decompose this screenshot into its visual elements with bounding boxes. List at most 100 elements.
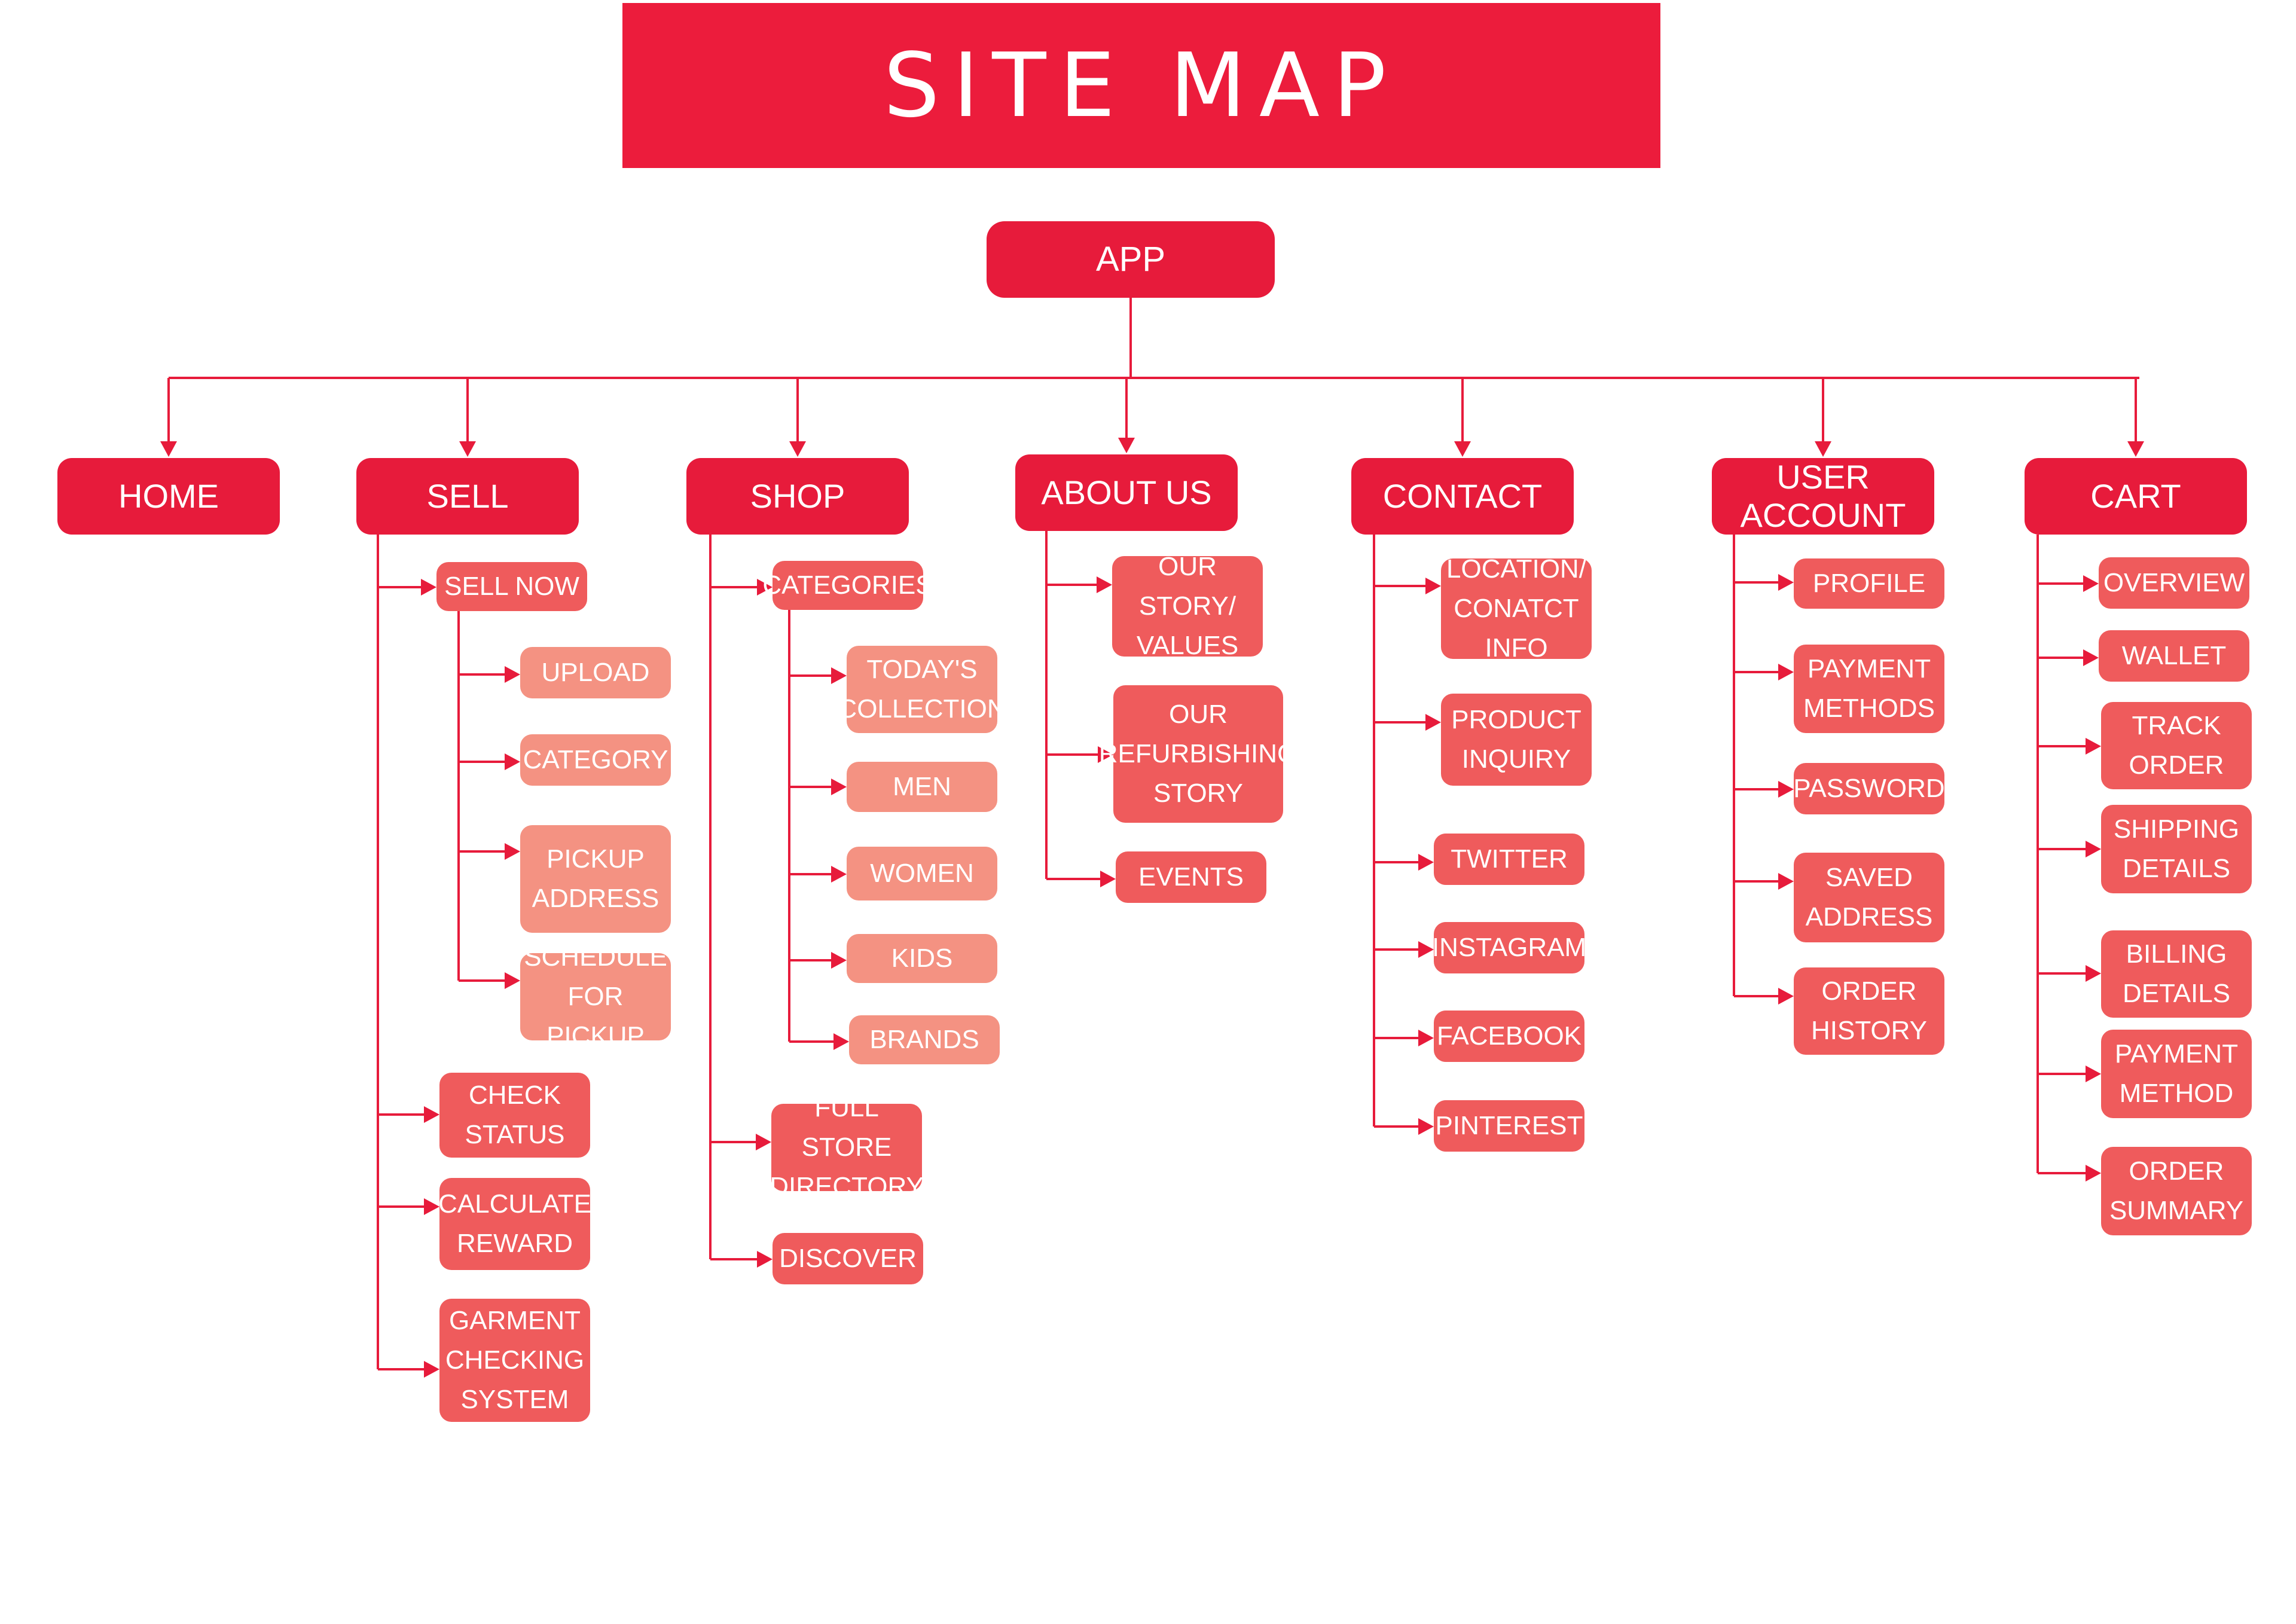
node-overview: OVERVIEW bbox=[2099, 557, 2249, 609]
node-shipping-details: SHIPPING DETAILS bbox=[2101, 805, 2252, 893]
arrowhead bbox=[831, 779, 847, 795]
node-kids: KIDS bbox=[847, 934, 997, 983]
arrowhead bbox=[757, 579, 773, 596]
node-pickup-address-label: PICKUP ADDRESS bbox=[532, 844, 660, 913]
node-pinterest-label: PINTEREST bbox=[1435, 1111, 1583, 1140]
node-garment-checking-system-label: GARMENT CHECKING SYSTEM bbox=[445, 1306, 585, 1414]
arrowhead bbox=[1097, 576, 1112, 593]
arrowhead bbox=[505, 843, 520, 860]
arrowhead bbox=[1778, 873, 1794, 890]
node-app-label: APP bbox=[1095, 239, 1166, 279]
node-our-story-label: OUR STORY/ VALUES bbox=[1136, 552, 1239, 660]
node-order-summary: ORDER SUMMARY bbox=[2101, 1147, 2252, 1235]
node-order-history: ORDER HISTORY bbox=[1794, 967, 1944, 1055]
node-payment-methods-label: PAYMENT METHODS bbox=[1803, 654, 1935, 723]
node-home-label: HOME bbox=[118, 477, 219, 515]
node-shop-label: SHOP bbox=[750, 477, 845, 515]
node-cart-label: CART bbox=[2090, 477, 2181, 515]
title-banner: SITE MAP bbox=[622, 3, 1660, 168]
node-schedule-for-pickup: SCHEDULE FOR PICKUP bbox=[520, 942, 671, 1051]
node-track-order: TRACK ORDER bbox=[2101, 702, 2252, 789]
node-contact: CONTACT bbox=[1351, 458, 1574, 535]
node-product-inquiry: PRODUCT INQUIRY bbox=[1441, 694, 1592, 786]
node-contact-label: CONTACT bbox=[1382, 477, 1543, 515]
node-pickup-address: PICKUP ADDRESS bbox=[520, 825, 671, 933]
arrowhead bbox=[831, 866, 847, 883]
node-overview-label: OVERVIEW bbox=[2103, 568, 2245, 597]
arrowhead bbox=[1778, 781, 1794, 798]
arrowhead bbox=[757, 1251, 773, 1268]
node-pinterest: PINTEREST bbox=[1434, 1100, 1584, 1152]
arrowhead bbox=[831, 667, 847, 684]
arrowhead bbox=[1778, 574, 1794, 591]
node-brands-label: BRANDS bbox=[869, 1025, 979, 1054]
arrowhead bbox=[1418, 1118, 1434, 1135]
node-facebook-label: FACEBOOK bbox=[1436, 1021, 1582, 1051]
arrowhead bbox=[1815, 441, 1831, 457]
arrowhead bbox=[2086, 965, 2101, 982]
node-discover: DISCOVER bbox=[773, 1233, 923, 1284]
node-user-account: USER ACCOUNT bbox=[1712, 458, 1934, 535]
node-payment-method-label: PAYMENT METHOD bbox=[2114, 1039, 2239, 1108]
arrowhead bbox=[1418, 854, 1434, 871]
node-instagram: INSTAGRAM bbox=[1432, 922, 1586, 973]
arrowhead bbox=[505, 666, 520, 683]
node-kids-label: KIDS bbox=[891, 944, 953, 973]
node-cart: CART bbox=[2025, 458, 2247, 535]
arrowhead bbox=[2127, 441, 2144, 457]
arrowhead bbox=[1418, 941, 1434, 958]
node-sell: SELL bbox=[356, 458, 579, 535]
node-women-label: WOMEN bbox=[870, 859, 974, 888]
arrowhead bbox=[424, 1106, 439, 1123]
arrowhead bbox=[2083, 649, 2099, 666]
node-user-account-label: USER ACCOUNT bbox=[1740, 457, 1906, 534]
node-categories: CATEGORIES bbox=[762, 561, 933, 610]
node-about-us: ABOUT US bbox=[1015, 454, 1238, 531]
node-refurbishing-story: OUR REFURBISHING STORY bbox=[1099, 685, 1297, 823]
node-categories-label: CATEGORIES bbox=[762, 570, 933, 600]
node-location: LOCATION/ CONATCT INFO bbox=[1441, 554, 1592, 663]
node-check-status: CHECK STATUS bbox=[439, 1073, 590, 1158]
node-full-store-directory-label: FULL STORE DIRECTORY bbox=[770, 1093, 924, 1201]
node-sell-now-label: SELL NOW bbox=[444, 572, 579, 601]
arrowhead bbox=[424, 1198, 439, 1215]
node-men-label: MEN bbox=[893, 772, 951, 801]
arrowhead bbox=[2086, 738, 2101, 755]
node-profile: PROFILE bbox=[1794, 558, 1944, 609]
node-sell-now: SELL NOW bbox=[436, 562, 587, 611]
node-men: MEN bbox=[847, 762, 997, 812]
node-app: APP bbox=[987, 221, 1275, 298]
arrowhead bbox=[2086, 1165, 2101, 1182]
arrowhead bbox=[424, 1361, 439, 1378]
node-category-label: CATEGORY bbox=[523, 745, 668, 774]
node-garment-checking-system: GARMENT CHECKING SYSTEM bbox=[439, 1299, 590, 1422]
node-profile-label: PROFILE bbox=[1812, 569, 1926, 598]
node-check-status-label: CHECK STATUS bbox=[465, 1080, 565, 1149]
arrowhead bbox=[1778, 988, 1794, 1005]
node-refurbishing-story-label: OUR REFURBISHING STORY bbox=[1098, 700, 1298, 808]
node-wallet-label: WALLET bbox=[2121, 641, 2227, 670]
node-upload: UPLOAD bbox=[520, 647, 671, 698]
node-location-label: LOCATION/ CONATCT INFO bbox=[1446, 554, 1586, 663]
arrowhead bbox=[1425, 578, 1441, 594]
arrowhead bbox=[160, 441, 177, 457]
node-password: PASSWORD bbox=[1793, 763, 1945, 814]
node-payment-method: PAYMENT METHOD bbox=[2101, 1030, 2252, 1118]
arrowhead bbox=[833, 1033, 849, 1050]
node-todays-collection-label: TODAY'S COLLECTION bbox=[838, 655, 1006, 724]
arrowhead bbox=[1098, 746, 1113, 763]
node-billing-details: BILLING DETAILS bbox=[2101, 930, 2252, 1018]
arrowhead bbox=[1418, 1030, 1434, 1046]
node-payment-methods: PAYMENT METHODS bbox=[1794, 645, 1944, 733]
node-events: EVENTS bbox=[1116, 851, 1266, 903]
node-product-inquiry-label: PRODUCT INQUIRY bbox=[1451, 705, 1581, 774]
node-order-summary-label: ORDER SUMMARY bbox=[2109, 1156, 2244, 1225]
arrowhead bbox=[1454, 441, 1471, 457]
node-our-story: OUR STORY/ VALUES bbox=[1112, 552, 1263, 660]
arrowhead bbox=[789, 441, 806, 457]
node-billing-details-label: BILLING DETAILS bbox=[2122, 939, 2231, 1008]
arrowhead bbox=[756, 1134, 771, 1150]
node-upload-label: UPLOAD bbox=[541, 658, 650, 687]
